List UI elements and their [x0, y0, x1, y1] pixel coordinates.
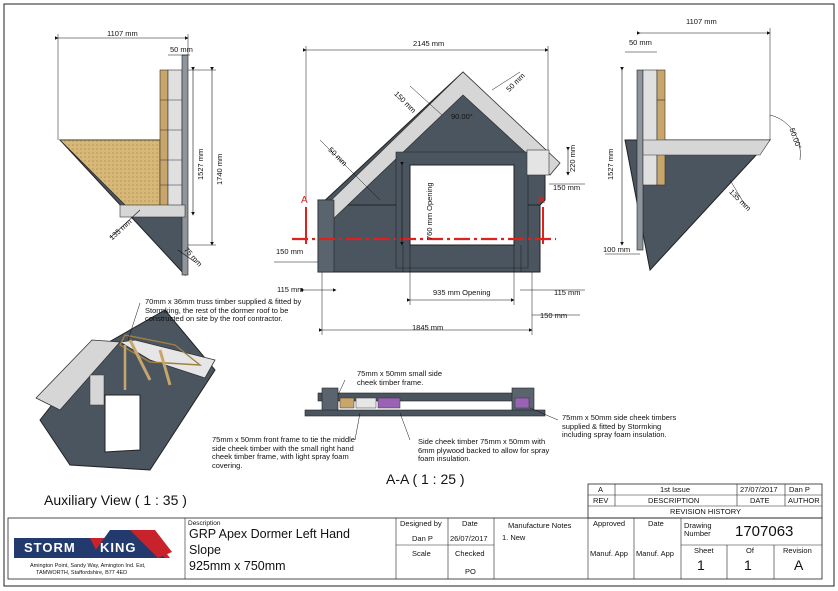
sheet-value: 1	[697, 557, 705, 573]
front-115-right-dim: 115 mm	[554, 288, 581, 297]
revision-header-desc: DESCRIPTION	[648, 496, 700, 505]
of-label: Of	[746, 546, 754, 555]
front-base-dim: 1845 mm	[412, 323, 444, 332]
description-label: Description	[188, 520, 221, 527]
section-mark-right: A	[538, 195, 545, 206]
auxiliary-view-label: Auxiliary View ( 1 : 35 )	[44, 492, 187, 508]
date-label: Date	[462, 519, 478, 528]
left-side-view	[55, 34, 216, 277]
address-line-1: Amington Point, Sandy Way, Amington Ind.…	[30, 563, 146, 569]
description-line-1: GRP Apex Dormer Left Hand	[189, 527, 350, 541]
logo-text-storm: STORM	[24, 540, 76, 555]
checked-label: Checked	[455, 549, 485, 558]
sheet-border	[3, 3, 835, 587]
front-angle-dim: 90.00°	[451, 112, 473, 121]
front-220-dim: 220 mm	[568, 144, 577, 172]
revision-row-author: Dan P	[789, 485, 810, 494]
right-height-dim: 1527 mm	[606, 148, 615, 180]
storm-king-logo	[14, 530, 172, 558]
approved-label: Approved	[593, 519, 626, 528]
revision-header-rev: REV	[593, 496, 609, 505]
logo-text-king: KING	[100, 540, 137, 555]
left-top-offset-dim: 50 mm	[170, 45, 193, 54]
front-115-left-dim: 115 mm	[277, 285, 304, 294]
revision-value: A	[794, 557, 804, 573]
designed-by-value: Dan P	[412, 534, 433, 543]
manufacture-notes-label: Manufacture Notes	[508, 521, 572, 530]
section-mark-left: A	[301, 195, 308, 206]
title-block-grid	[7, 483, 823, 580]
revision-row-desc: 1st Issue	[660, 485, 691, 494]
note-truss: 70mm x 36mm truss timber supplied & fitt…	[145, 297, 302, 324]
address-line-2: TAMWORTH, Staffordshire, B77 4ED	[36, 570, 128, 576]
front-view	[274, 46, 585, 335]
date-value: 26/07/2017	[450, 534, 488, 543]
description-line-3: 925mm x 750mm	[189, 559, 286, 573]
front-width-dim: 2145 mm	[413, 39, 445, 48]
front-150-bottom-dim: 150 mm	[540, 311, 568, 320]
auxiliary-view	[35, 302, 216, 471]
revision-row-rev: A	[598, 485, 604, 494]
note-side-cheek: Side cheek timber 75mm x 50mm with 6mm p…	[418, 437, 550, 464]
front-150-left-dim: 150 mm	[276, 247, 304, 256]
section-view	[304, 379, 559, 441]
description-line-2: Slope	[189, 543, 221, 557]
left-width-dim: 1107 mm	[107, 29, 138, 38]
revision-header-author: AUTHOR	[788, 496, 820, 505]
section-view-label: A-A ( 1 : 25 )	[386, 471, 465, 487]
revision-label: Revision	[783, 546, 812, 555]
left-inner-height-dim: 1527 mm	[196, 148, 205, 180]
checked-value: PO	[465, 567, 476, 576]
revision-history-title: REVISION HISTORY	[670, 507, 741, 516]
scale-label: Scale	[412, 549, 431, 558]
drawing-number-value: 1707063	[735, 523, 794, 540]
right-width-dim: 1107 mm	[686, 17, 717, 26]
right-top-offset-dim: 50 mm	[629, 38, 652, 47]
front-150-right-dim: 150 mm	[553, 183, 581, 192]
note-front-frame: 75mm x 50mm front frame to tie the middl…	[212, 435, 355, 470]
front-opening-height-dim: 760 mm Opening	[425, 182, 434, 240]
drawing-number-label: Drawing Number	[684, 521, 712, 539]
of-value: 1	[744, 557, 752, 573]
revision-header-date: DATE	[750, 496, 770, 505]
left-outer-height-dim: 1740 mm	[215, 153, 224, 185]
designed-by-label: Designed by	[400, 519, 442, 528]
manuf-app-label-1: Manuf. App	[590, 549, 628, 558]
sheet-label: Sheet	[694, 546, 714, 555]
revision-row-date: 27/07/2017	[740, 485, 778, 494]
note-side-cheek-timbers: 75mm x 50mm side cheek timbers supplied …	[562, 413, 677, 440]
front-opening-width-dim: 935 mm Opening	[433, 288, 491, 297]
right-side-view	[605, 28, 801, 272]
manufacture-note-1: 1. New	[502, 533, 526, 542]
approved-date-label: Date	[648, 519, 664, 528]
manuf-app-label-2: Manuf. App	[636, 549, 674, 558]
right-bottom-dim: 100 mm	[603, 245, 631, 254]
note-small-side-cheek: 75mm x 50mm small side cheek timber fram…	[357, 369, 443, 387]
